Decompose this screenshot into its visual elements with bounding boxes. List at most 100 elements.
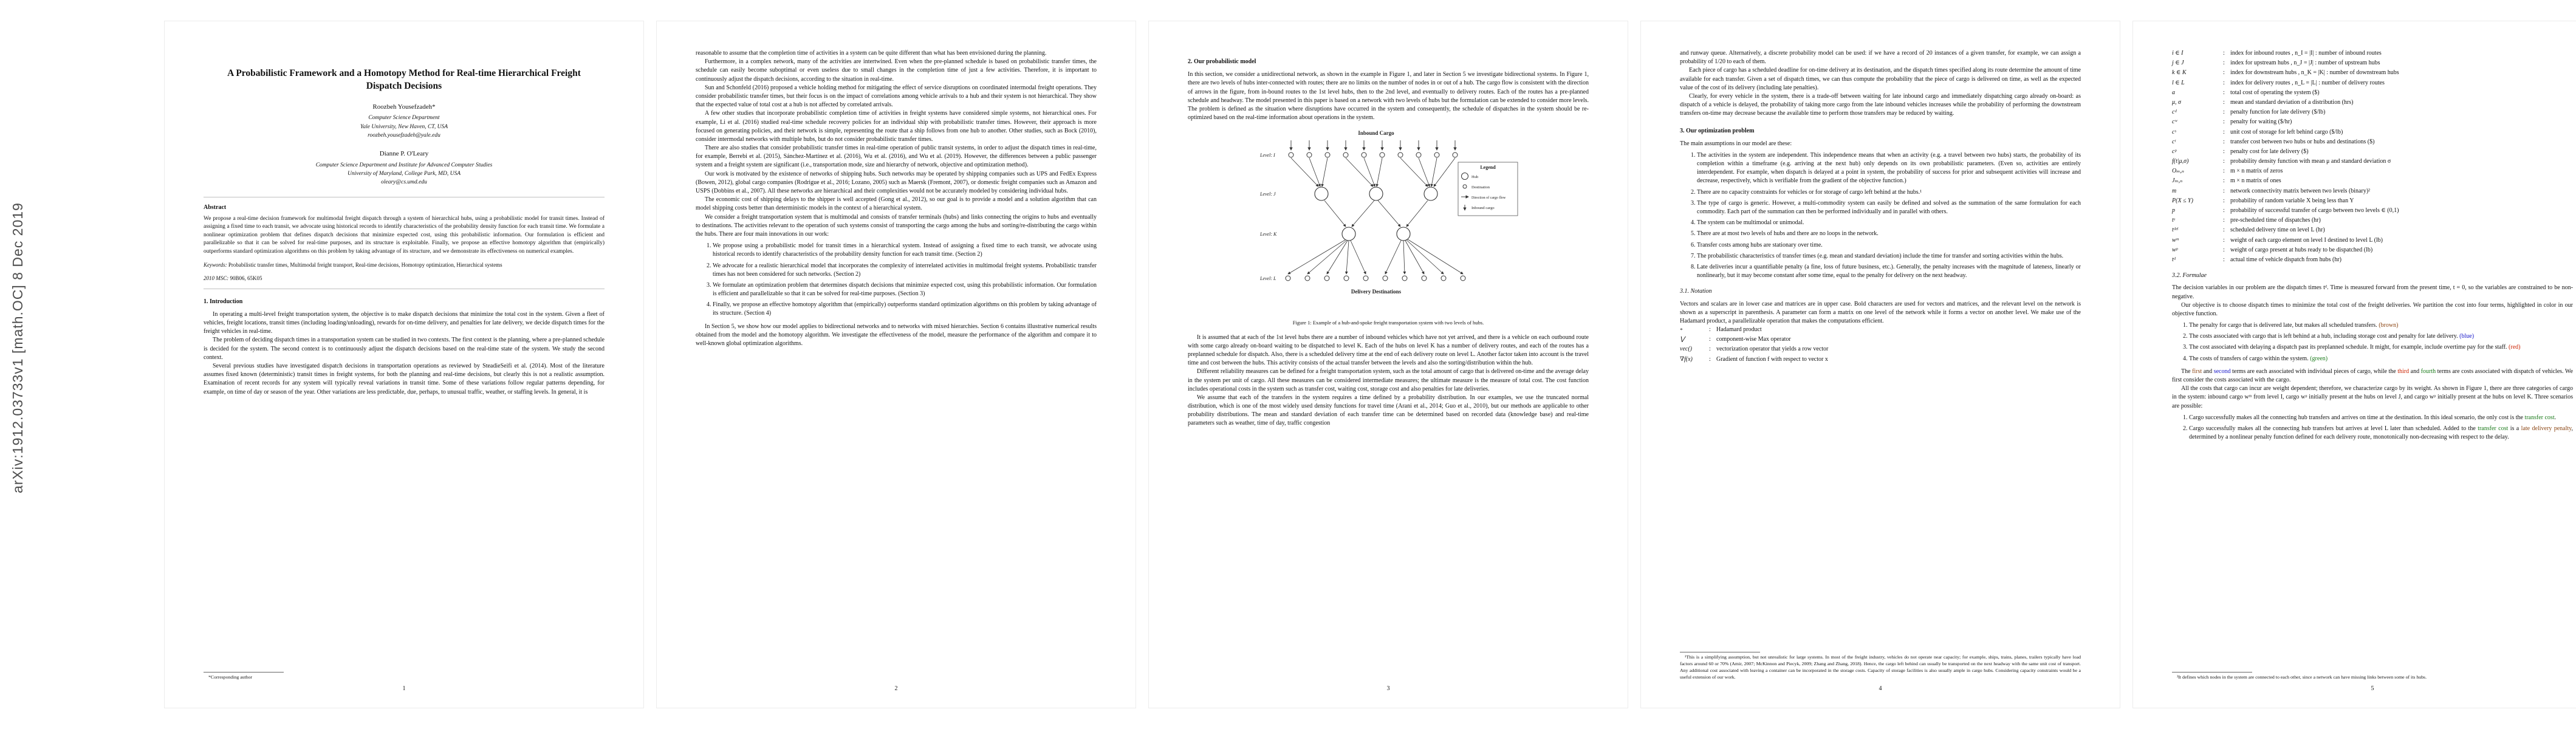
operator-description: Hadamard product (1716, 326, 1762, 334)
list-item: We advocate for a realistic hierarchical… (713, 262, 1097, 279)
msc-line: 2010 MSC: 90B06, 65K05 (204, 275, 605, 282)
cost-term-color-tag: (red) (2509, 344, 2521, 351)
legend-destination-icon (1462, 184, 1467, 189)
paragraph: Our work is motivated by the existence o… (696, 170, 1097, 194)
assumptions-list: The activities in the system are indepen… (1680, 151, 2081, 280)
notation-symbol: wᵐ (2172, 236, 2179, 244)
author-email: roozbeh.yousefzadeh@yale.edu (368, 132, 440, 139)
notation-description: penalty for waiting ($/hr) (2230, 118, 2292, 126)
page-number: 4 (1879, 685, 1882, 692)
list-item: We formulate an optimization problem tha… (713, 281, 1097, 298)
paragraph: Each piece of cargo has a scheduled dead… (1680, 67, 2081, 91)
notation-list: i ∈ I:index for inbound routes , n_I = |… (2172, 49, 2573, 264)
cost-term-text: The costs associated with cargo that is … (2189, 333, 2458, 340)
second-level-hubs (1341, 227, 1411, 241)
notation-row: cʷ:penalty for waiting ($/hr) (2172, 118, 2573, 126)
hub-to-delivery-arrows-icon (1287, 239, 1464, 275)
text-fragment: The (2181, 368, 2193, 375)
notation-description: probability density function with mean μ… (2230, 158, 2391, 165)
msc-label: 2010 MSC: (204, 275, 229, 281)
paragraph: Furthermore, in a complex network, many … (696, 58, 1097, 83)
notation-description: m × n matrix of ones (2230, 177, 2281, 185)
notation-description: actual time of vehicle dispatch from hub… (2230, 256, 2341, 263)
inbound-to-hub-arrows-icon (1290, 158, 1456, 188)
page-5: i ∈ I:index for inbound routes , n_I = |… (2132, 21, 2576, 708)
list-item: The costs of transfers of cargo within t… (2189, 355, 2573, 363)
paragraph: Different reliability measures can be de… (1188, 368, 1589, 392)
author-email: oleary@cs.umd.edu (381, 179, 427, 186)
notation-row: j ∈ J:index for upstream hubs , n_J = |J… (2172, 59, 2573, 67)
page-number: 2 (894, 685, 898, 692)
notation-symbol: tᵈᵉˡ (2172, 227, 2178, 234)
notation-description: index for delivery routes , n_L = |L| : … (2230, 79, 2385, 86)
footnote: *Corresponding author (208, 674, 253, 680)
notation-row: cˢ:unit cost of storage for left behind … (2172, 128, 2573, 137)
notation-row: cᵗ:transfer cost between two hubs or hub… (2172, 138, 2573, 146)
notation-row: tᵈ:actual time of vehicle dispatch from … (2172, 256, 2573, 264)
list-item: There are at most two levels of hubs and… (1697, 230, 2081, 238)
level-label: Level: J (1259, 191, 1276, 197)
list-item: Transfer costs among hubs are stationary… (1697, 241, 2081, 250)
notation-symbol: Jₘ,ₙ (2172, 177, 2183, 185)
notation-description: weight of each cargo element on level I … (2230, 236, 2383, 244)
cost-term-color-tag: (brown) (2379, 322, 2399, 329)
notation-symbol: cʷ (2172, 118, 2177, 126)
list-item: Late deliveries incur a quantifiable pen… (1697, 263, 2081, 280)
notation-symbol: f(t|μ,σ) (2172, 158, 2189, 165)
text-fragment: Cargo successfully makes all the connect… (2189, 414, 2525, 421)
page-2: reasonable to assume that the completion… (656, 21, 1136, 708)
notation-row: m:network connectivity matrix between tw… (2172, 187, 2573, 196)
notation-row: Jₘ,ₙ:m × n matrix of ones (2172, 177, 2573, 185)
list-item: Cargo successfully makes all the connect… (2189, 425, 2573, 442)
notation-row: f(t|μ,σ):probability density function wi… (2172, 157, 2573, 166)
paragraph: The main assumptions in our model are th… (1680, 140, 1792, 147)
cost-term-text: The costs of transfers of cargo within t… (2189, 355, 2309, 362)
notation-row: wᵐ:weight of each cargo element on level… (2172, 236, 2573, 245)
footnote-rule (2172, 672, 2252, 673)
footnote: ²It defines which nodes in the system ar… (2177, 674, 2427, 680)
text-fragment: late delivery penalty (2521, 425, 2572, 432)
abstract-heading: Abstract (204, 204, 227, 211)
footnote-rule (204, 672, 284, 673)
notation-symbol: m (2172, 187, 2177, 194)
msc-text: 90B06, 65K05 (230, 275, 262, 281)
legend-hub-icon (1461, 173, 1468, 180)
notation-description: total cost of operating the system ($) (2230, 89, 2320, 96)
author-affiliation: University of Maryland, College Park, MD… (347, 171, 461, 177)
page-4: and runway queue. Alternatively, a discr… (1640, 21, 2120, 708)
paragraph: The decision variables in our problem ar… (2172, 284, 2573, 300)
operator-row: ∇f(x): Gradient of function f with respe… (1680, 355, 2081, 364)
notation-description: penalty cost for late delivery ($) (2230, 148, 2309, 155)
paragraph: All the costs that cargo can incur are w… (2172, 385, 2573, 409)
operator-row: ∘: Hadamard product (1680, 326, 2081, 334)
innovations-list: We propose using a probabilistic model f… (696, 242, 1097, 318)
notation-row: k ∈ K:index for downstream hubs , n_K = … (2172, 69, 2573, 77)
notation-description: probability of random variable X being l… (2230, 197, 2354, 204)
notation-description: probability of successful transfer of ca… (2230, 207, 2399, 214)
text-fragment: and (2409, 368, 2421, 375)
text-fragment: . (2554, 414, 2557, 421)
notation-symbol: wᵖ (2172, 246, 2178, 253)
notation-symbol: l ∈ L (2172, 79, 2185, 86)
author-name: Roozbeh Yousefzadeh* (372, 103, 436, 111)
notation-row: a:total cost of operating the system ($) (2172, 89, 2573, 97)
notation-symbol: μ, σ (2172, 98, 2181, 106)
operator-row: ⋁: component-wise Max operator (1680, 335, 2081, 344)
page-1: A Probabilistic Framework and a Homotopy… (164, 21, 644, 708)
paragraph: Clearly, for every vehicle in the system… (1680, 92, 2081, 117)
operator-description: component-wise Max operator (1716, 336, 1791, 343)
paragraph: We assume that each of the transfers in … (1188, 394, 1589, 427)
operator-symbol: vec() (1680, 346, 1692, 353)
notation-description: index for inbound routes , n_I = |I| : n… (2230, 50, 2382, 56)
legend-item-label: Destination (1471, 185, 1490, 190)
footnote-block: ²It defines which nodes in the system ar… (2172, 672, 2573, 681)
text-fragment: transfer cost (2478, 425, 2509, 432)
paragraph: and runway queue. Alternatively, a discr… (1680, 50, 2081, 66)
list-item: We propose using a probabilistic model f… (713, 242, 1097, 259)
notation-description: unit cost of storage for left behind car… (2230, 128, 2343, 135)
list-item: The cost associated with delaying a disp… (2189, 343, 2573, 352)
operator-description: vectorization operator that yields a row… (1716, 346, 1829, 353)
inbound-arrows-icon (1289, 140, 1457, 151)
hub-to-hub-arrows-icon (1324, 200, 1428, 227)
notation-description: index for upstream hubs , n_J = |J| : nu… (2230, 60, 2380, 67)
